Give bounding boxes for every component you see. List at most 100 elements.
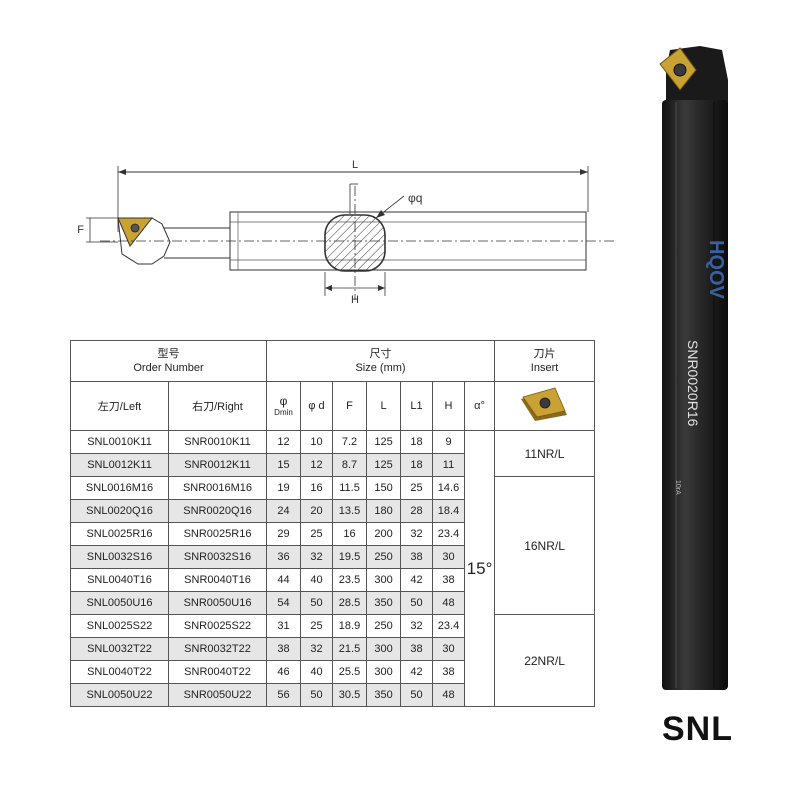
table-cell: SNR0032S16 — [167, 545, 268, 569]
table-cell: 38 — [400, 545, 434, 569]
table-row: SNL0016M16 SNR0016M16 19 16 11.5 150 25 … — [70, 476, 596, 615]
product-label: SNL — [662, 710, 733, 748]
table-cell: 125 — [366, 453, 402, 477]
tool-model: SNR0020R16 — [685, 340, 701, 427]
table-cell: 50 — [300, 683, 334, 707]
insert-group-16: 16NR/L — [494, 476, 596, 615]
table-cell: 32 — [400, 522, 434, 546]
table-cell: 11.5 — [332, 476, 368, 500]
table-cell: 200 — [366, 522, 402, 546]
insert-en: Insert — [530, 362, 559, 374]
technical-drawing: L F φq H — [77, 160, 616, 306]
table-cell: 42 — [400, 568, 434, 592]
order-number-cn: 型号 — [157, 348, 180, 360]
table-cell: 31 — [266, 614, 302, 638]
table-cell: 250 — [366, 545, 402, 569]
size-en: Size (mm) — [355, 362, 406, 374]
table-cell: 25 — [400, 476, 434, 500]
table-cell: 18.4 — [432, 499, 466, 523]
table-cell: 50 — [400, 683, 434, 707]
insert-group-22: 22NR/L — [494, 614, 596, 707]
table-cell: SNR0025R16 — [167, 522, 268, 546]
table-cell: SNL0025R16 — [70, 522, 169, 546]
table-cell: 44 — [266, 568, 302, 592]
table-cell: 9 — [432, 430, 466, 454]
table-cell: SNL0032S16 — [70, 545, 169, 569]
table-cell: SNL0016M16 — [70, 476, 169, 500]
table-cell: SNL0050U16 — [70, 591, 169, 615]
tool-sub-mark: 10rA — [674, 480, 681, 495]
table-cell: 13.5 — [332, 499, 368, 523]
table-cell: 12 — [300, 453, 334, 477]
table-cell: 54 — [266, 591, 302, 615]
table-row: SNL0010K11 SNR0010K11 12 10 7.2 125 18 9… — [70, 430, 596, 707]
table-cell: 180 — [366, 499, 402, 523]
f-column-header: F — [332, 381, 368, 431]
table-cell: SNR0050U22 — [167, 683, 268, 707]
table-cell: 30 — [432, 545, 466, 569]
insert-group-11: 11NR/L — [494, 430, 596, 477]
left-column-header: 左刀/Left — [70, 381, 169, 431]
table-cell: SNR0010K11 — [167, 430, 268, 454]
table-cell: 30.5 — [332, 683, 368, 707]
table-cell: SNR0040T22 — [167, 660, 268, 684]
table-cell: 50 — [300, 591, 334, 615]
table-cell: SNL0032T22 — [70, 637, 169, 661]
table-cell: SNR0016M16 — [167, 476, 268, 500]
h-column-header: H — [432, 381, 466, 431]
table-cell: SNL0010K11 — [70, 430, 169, 454]
table-cell: 46 — [266, 660, 302, 684]
table-cell: 18 — [400, 453, 434, 477]
table-cell: 10 — [300, 430, 334, 454]
table-cell: 32 — [300, 637, 334, 661]
table-row: SNL0050U22 SNR0050U22 56 50 30.5 350 50 … — [70, 683, 595, 707]
table-cell: 38 — [266, 637, 302, 661]
dim-l-label: L — [352, 160, 358, 171]
table-cell: SNL0020Q16 — [70, 499, 169, 523]
table-row: SNL0025S22 SNR0025S22 31 25 18.9 250 32 … — [70, 614, 596, 707]
table-cell: 38 — [432, 660, 466, 684]
dim-f-label: F — [77, 224, 84, 236]
table-cell: SNL0025S22 — [70, 614, 169, 638]
l-column-header: L — [366, 381, 402, 431]
table-cell: 16 — [300, 476, 334, 500]
table-cell: 19.5 — [332, 545, 368, 569]
table-cell: 30 — [432, 637, 466, 661]
table-cell: SNR0050U16 — [167, 591, 268, 615]
order-number-header: 型号 Order Number — [69, 340, 268, 382]
table-cell: 29 — [266, 522, 302, 546]
table-cell: 23.4 — [432, 522, 466, 546]
l1-column-header: L1 — [400, 381, 434, 431]
table-cell: SNR0032T22 — [167, 637, 268, 661]
table-cell: 25 — [300, 522, 334, 546]
table-cell: SNR0040T16 — [167, 568, 268, 592]
table-cell: 38 — [400, 637, 434, 661]
dmin-column-header: φ Dmin — [266, 381, 302, 431]
table-cell: 125 — [366, 430, 402, 454]
table-cell: 19 — [266, 476, 302, 500]
alpha-value: 15° — [464, 430, 496, 707]
table-cell: 23.4 — [432, 614, 466, 638]
right-column-header: 右刀/Right — [167, 381, 268, 431]
table-cell: 12 — [266, 430, 302, 454]
insert-header: 刀片 Insert — [494, 340, 596, 382]
size-header: 尺寸 Size (mm) — [266, 340, 496, 382]
table-cell: 16 — [332, 522, 368, 546]
table-row: SNL0012K11 SNR0012K11 15 12 8.7 125 18 1… — [70, 453, 595, 477]
table-cell: 32 — [400, 614, 434, 638]
table-cell: SNR0025S22 — [167, 614, 268, 638]
table-cell: 18.9 — [332, 614, 368, 638]
dim-h-label: H — [351, 294, 359, 306]
table-cell: 25.5 — [332, 660, 368, 684]
size-cn: 尺寸 — [369, 348, 392, 360]
alpha-column-header: α° — [464, 381, 496, 431]
table-row: SNL0032T22 SNR0032T22 38 32 21.5 300 38 … — [70, 637, 595, 661]
table-cell: 24 — [266, 499, 302, 523]
table-cell: 23.5 — [332, 568, 368, 592]
phi-symbol: φ — [279, 394, 288, 408]
insert-screw-icon — [673, 63, 687, 77]
phid-column-header: φ d — [300, 381, 334, 431]
table-cell: SNL0040T22 — [70, 660, 169, 684]
table-cell: 7.2 — [332, 430, 368, 454]
table-cell: SNL0012K11 — [70, 453, 169, 477]
